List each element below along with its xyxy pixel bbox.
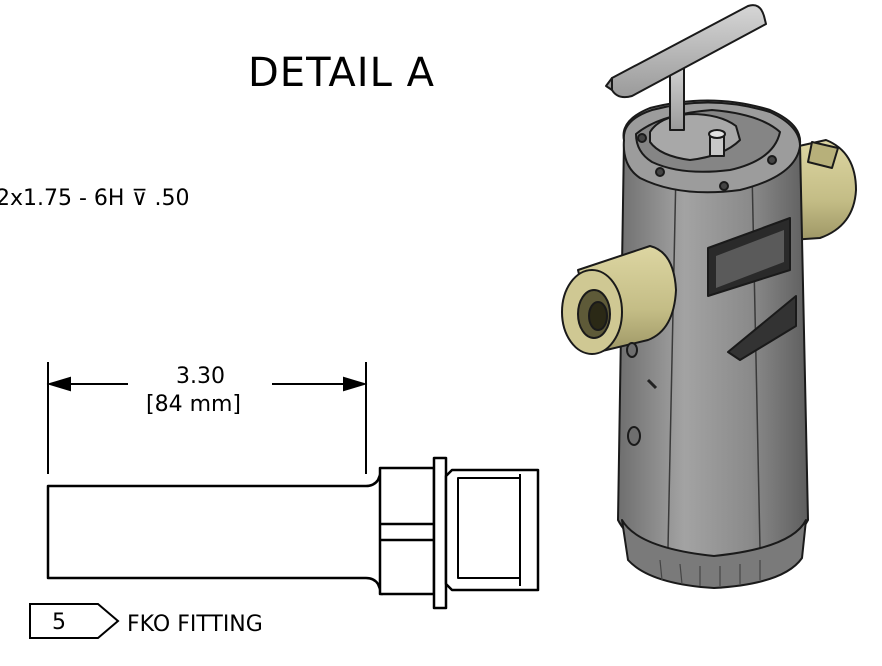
part-balloon xyxy=(29,603,120,639)
thread-callout: 2x1.75 - 6H ⊽ .50 xyxy=(0,186,190,211)
fitting-threaded-end xyxy=(444,468,540,592)
dimension-3-30 xyxy=(46,362,368,474)
brass-port-left xyxy=(561,245,677,355)
valve-label-plate xyxy=(707,217,797,361)
fitting-flange xyxy=(432,456,448,610)
arrowhead-right xyxy=(343,376,368,392)
dimension-metric: [84 mm] xyxy=(146,392,242,417)
valve-logo-plate xyxy=(727,295,797,361)
detail-title: DETAIL A xyxy=(248,50,435,96)
arrowhead-left xyxy=(46,376,71,392)
t-handle xyxy=(605,4,767,131)
valve-3d-view xyxy=(561,4,857,589)
brass-port-right xyxy=(789,139,857,241)
dimension-value: 3.30 xyxy=(176,364,225,389)
part-name-label: FKO FITTING xyxy=(127,612,263,637)
part-number: 5 xyxy=(52,610,66,635)
fko-fitting-drawing xyxy=(46,456,540,610)
fitting-tube xyxy=(46,468,384,596)
fitting-hex-nut xyxy=(378,466,436,596)
